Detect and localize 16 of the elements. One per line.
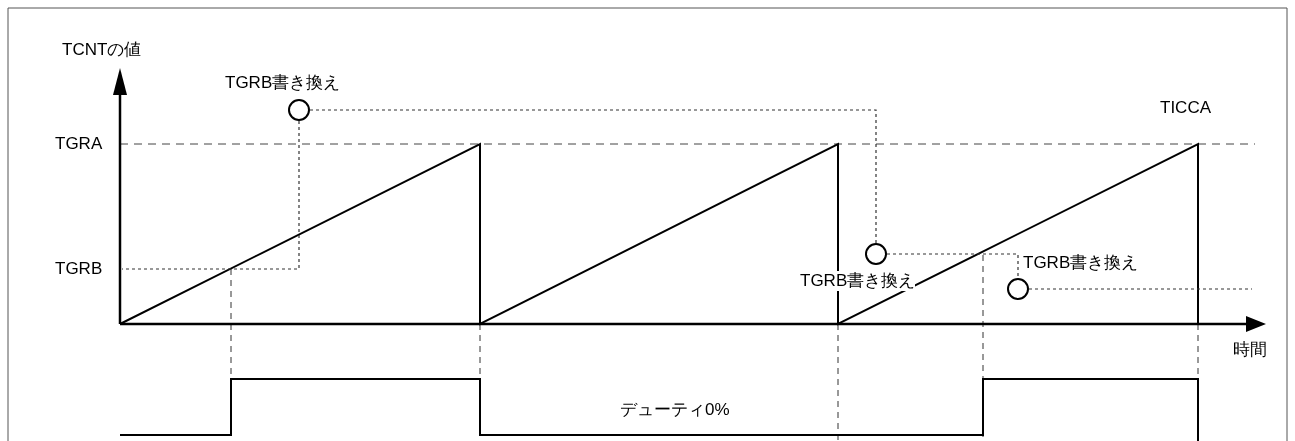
level-label: TGRB — [55, 259, 103, 279]
marker-circle — [288, 99, 310, 121]
leader-line — [1028, 288, 1253, 290]
leader-line — [121, 120, 300, 270]
marker-circle — [1007, 278, 1029, 300]
callout-text: TGRB書き換え — [800, 271, 916, 291]
duty-label: デューティ0% — [620, 400, 730, 420]
level-label: TGRA — [55, 134, 103, 154]
marker-circle — [865, 243, 887, 265]
level-label: TICCA — [1160, 98, 1211, 118]
callout-text: TGRB書き換え — [225, 73, 341, 93]
leader-line — [886, 253, 1019, 279]
leader-line — [309, 109, 877, 244]
axis-label: TCNTの値 — [62, 40, 142, 60]
axis-label: 時間 — [1233, 340, 1267, 360]
callout-text: TGRB書き換え — [1023, 253, 1139, 273]
